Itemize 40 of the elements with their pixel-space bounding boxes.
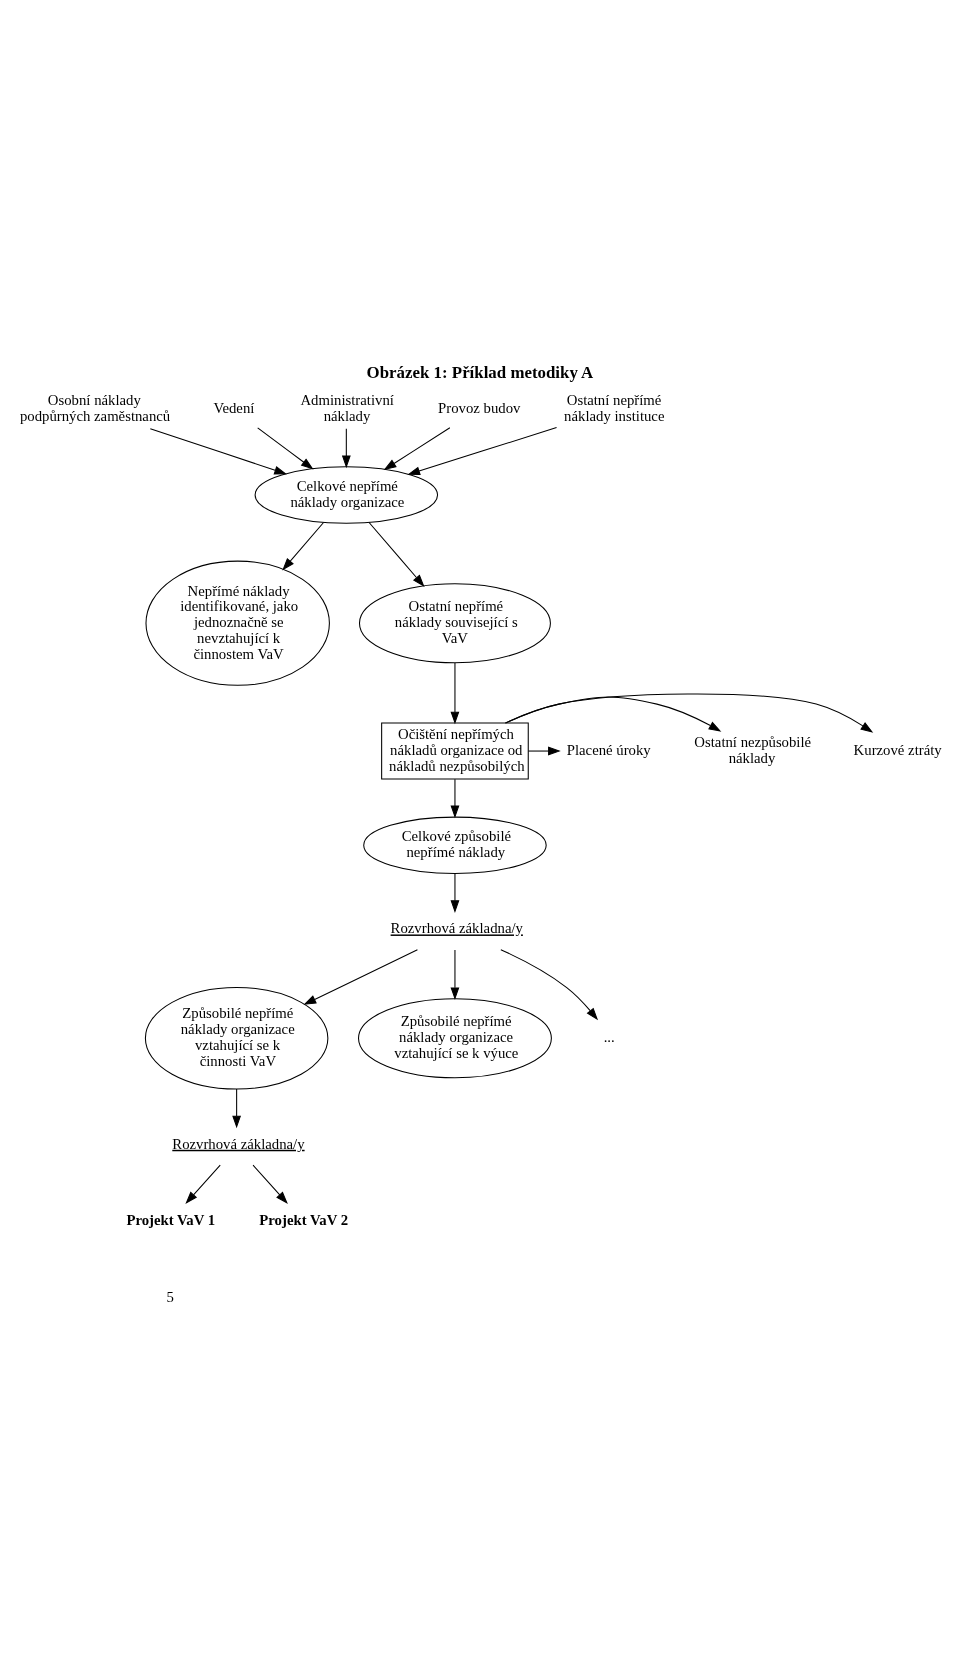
- arrow: [505, 693, 874, 733]
- node-ellipse: Ostatní nepřímé náklady související s VaV: [358, 582, 551, 663]
- arrow: [450, 949, 460, 1000]
- node-text: Kurzové ztráty: [853, 741, 942, 758]
- arrow: [303, 948, 418, 1005]
- node-ellipse: Způsobilé nepřímé náklady organizace vztahující se k činnosti VaV: [144, 986, 329, 1090]
- node-text: Ostatní nepřímé náklady instituce: [564, 391, 665, 423]
- node-text: Rozvrhová základna/y: [390, 919, 523, 936]
- node-text: Osobní náklady podpůrných zaměstnanců: [19, 391, 171, 423]
- arrow: [368, 521, 425, 587]
- arrow: [450, 778, 460, 818]
- arrow: [252, 1164, 288, 1204]
- arrow: [500, 948, 599, 1020]
- node-text: Administrativní náklady: [300, 391, 394, 423]
- node-text: Projekt VaV 1: [126, 1211, 216, 1228]
- node-text: Rozvrhová základna/y: [172, 1135, 305, 1152]
- arrow: [450, 873, 460, 913]
- arrow: [185, 1164, 221, 1204]
- arrow: [257, 426, 314, 470]
- node-ellipse: Nepřímé náklady identifikované, jako jednoznačně se nevztahující k činnostem VaV: [145, 560, 330, 686]
- node-box: Očištění nepřímých nákladů organizace od nákladů nezpůsobilých: [381, 722, 529, 779]
- label: 5: [166, 1288, 174, 1305]
- arrow: [407, 426, 558, 475]
- node-text: Ostatní nezpůsobilé náklady: [694, 733, 812, 766]
- node-text: ...: [603, 1028, 615, 1045]
- arrow: [527, 746, 561, 755]
- arrow: [282, 521, 325, 570]
- arrow: [450, 662, 460, 724]
- node-text: Vedení: [213, 399, 255, 416]
- arrow: [149, 427, 287, 474]
- arrow: [505, 695, 722, 732]
- node-ellipse: Celkové způsobilé nepřímé náklady: [363, 816, 547, 874]
- arrow: [383, 426, 451, 470]
- node-ellipse: Způsobilé nepřímé náklady organizace vztahující se k výuce: [358, 997, 552, 1078]
- node-text: Provoz budov: [438, 399, 521, 416]
- arrow: [232, 1087, 242, 1128]
- diagram-title: Obrázek 1: Příklad metodiky A: [366, 362, 594, 382]
- node-text: Placené úroky: [566, 741, 651, 758]
- node-text: Projekt VaV 2: [259, 1211, 349, 1228]
- arrow: [341, 427, 351, 468]
